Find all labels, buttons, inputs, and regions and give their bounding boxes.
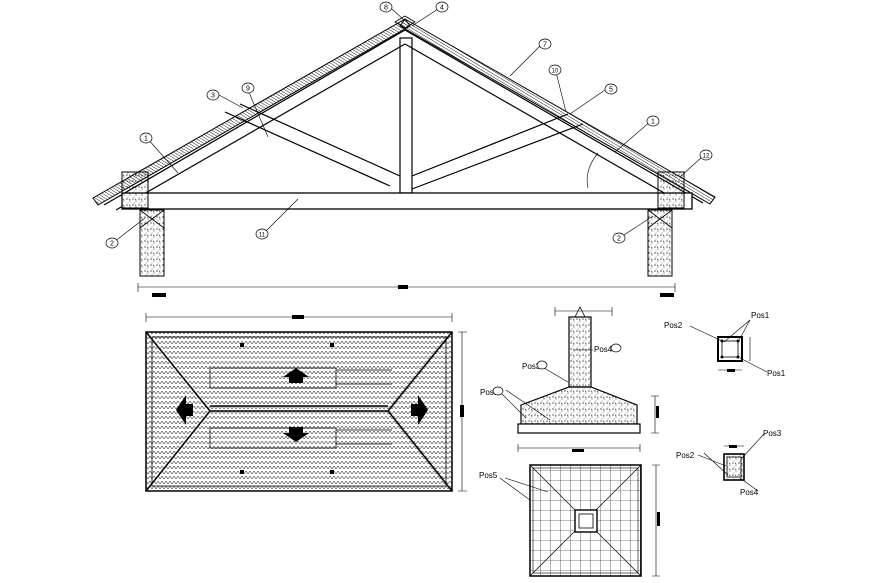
gusset-plate-left bbox=[121, 171, 149, 209]
label-pos4-footing: Pos4 bbox=[594, 345, 613, 354]
footing-side-dimension bbox=[656, 406, 659, 418]
footing-lean-concrete bbox=[517, 423, 641, 434]
svg-text:12: 12 bbox=[703, 154, 710, 160]
beam-section bbox=[697, 433, 765, 492]
svg-text:8: 8 bbox=[384, 5, 388, 12]
label-pos1-column-bottom: Pos1 bbox=[767, 369, 786, 378]
callout-10: 10 bbox=[548, 64, 562, 76]
callout-3: 3 bbox=[206, 89, 220, 101]
hip-lines bbox=[145, 331, 453, 492]
wall-right bbox=[647, 209, 673, 277]
pos4-bubble bbox=[610, 343, 622, 353]
callout-8: 8 bbox=[379, 1, 393, 13]
label-pos1-column-top: Pos1 bbox=[751, 311, 770, 320]
column-section bbox=[689, 319, 768, 373]
label-pos4-beam: Pos4 bbox=[740, 488, 759, 497]
callout-7: 7 bbox=[538, 38, 552, 50]
slope-arrow-left bbox=[176, 395, 193, 425]
label-pos5-footing-plan: Pos5 bbox=[479, 471, 498, 480]
callout-2-left: 2 bbox=[105, 237, 119, 249]
callout-12: 12 bbox=[699, 149, 713, 161]
pos5-bubble bbox=[492, 386, 504, 396]
svg-text:4: 4 bbox=[440, 5, 444, 12]
svg-text:1: 1 bbox=[144, 136, 148, 143]
pos3-bubble bbox=[536, 360, 548, 370]
span-dimension-tag bbox=[398, 285, 408, 289]
king-post bbox=[399, 37, 413, 194]
gusset-plate-right bbox=[657, 171, 685, 209]
top-chord-left bbox=[103, 29, 406, 211]
footing-bottom-dimension bbox=[572, 449, 584, 452]
roof-right-slope bbox=[399, 18, 716, 205]
svg-text:9: 9 bbox=[246, 86, 250, 93]
truss-elevation bbox=[92, 15, 716, 297]
slope-arrow-down bbox=[283, 427, 309, 442]
callout-9: 9 bbox=[241, 82, 255, 94]
footing-plan-side-dimension bbox=[657, 512, 660, 526]
label-pos5-footing: Pos5 bbox=[480, 388, 499, 397]
callout-11: 11 bbox=[255, 228, 269, 240]
callout-leaders bbox=[113, 8, 704, 243]
diagonal-left bbox=[224, 103, 401, 187]
top-chord-right bbox=[404, 29, 704, 210]
roof-plan bbox=[145, 313, 467, 492]
beam-dimension bbox=[729, 445, 737, 448]
roof-plan-top-dimension bbox=[292, 315, 304, 319]
bottom-chord bbox=[121, 192, 693, 210]
pitch-angle-arc bbox=[586, 152, 599, 189]
label-pos3-footing: Pos3 bbox=[522, 362, 541, 371]
callout-1-right: 1 bbox=[646, 115, 660, 127]
wall-left bbox=[139, 209, 165, 277]
svg-text:10: 10 bbox=[552, 69, 559, 75]
svg-text:7: 7 bbox=[543, 42, 547, 49]
svg-text:1: 1 bbox=[651, 119, 655, 126]
svg-text:2: 2 bbox=[617, 236, 621, 243]
svg-text:11: 11 bbox=[259, 233, 266, 239]
slope-arrow-right bbox=[411, 395, 428, 425]
column-dimension bbox=[727, 369, 735, 372]
column-stem bbox=[568, 316, 592, 388]
footing-plan bbox=[499, 464, 660, 577]
diagonal-right bbox=[411, 113, 584, 190]
svg-text:3: 3 bbox=[211, 93, 215, 100]
callout-1-left: 1 bbox=[139, 132, 153, 144]
label-pos2-column: Pos2 bbox=[664, 321, 683, 330]
level-tag-left bbox=[152, 293, 166, 297]
slope-arrow-up bbox=[283, 368, 309, 383]
svg-text:2: 2 bbox=[110, 241, 114, 248]
label-pos2-beam: Pos2 bbox=[676, 451, 695, 460]
callout-2-right: 2 bbox=[612, 232, 626, 244]
callout-5: 5 bbox=[604, 83, 618, 95]
footing-section bbox=[499, 306, 659, 452]
callout-4: 4 bbox=[435, 1, 449, 13]
label-pos3-beam: Pos3 bbox=[763, 429, 782, 438]
svg-text:5: 5 bbox=[609, 87, 613, 94]
level-tag-right bbox=[660, 293, 674, 297]
roof-plan-side-dimension bbox=[460, 405, 464, 417]
footing-base bbox=[520, 386, 638, 425]
